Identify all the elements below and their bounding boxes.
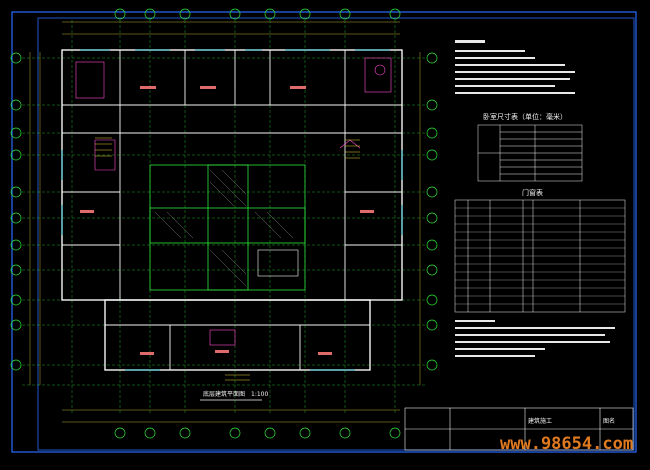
outer-border [11,11,637,453]
stairs [95,137,360,381]
general-notes [455,40,575,94]
plan-title: 底层建筑平面图 [203,391,246,398]
water-feature [257,249,299,277]
door-window-notes [455,320,615,357]
stamp-label: 建筑施工 [528,418,553,425]
table-bedroom-sizes [477,124,583,182]
watermark: www.98654.com [500,434,634,454]
door-window-table-title: 门窗表 [522,189,543,197]
axis-bubbles [10,8,438,439]
courtyard [149,164,306,291]
dimension-lines [29,21,421,423]
title-block [404,407,634,451]
courtyard-hatch [154,169,294,287]
axis-grid [22,20,425,415]
interior-walls [62,50,402,370]
drawing-name-label: 图名 [603,418,616,425]
bedroom-size-table-title: 卧室尺寸表（单位：毫米） [483,113,567,121]
plan-scale: 1:100 [251,391,269,398]
exterior-walls [61,49,403,371]
inner-border [37,17,635,451]
windows [61,49,403,371]
table-door-window-rows [455,207,625,305]
furniture [75,57,392,346]
room-label-marks [80,86,374,355]
